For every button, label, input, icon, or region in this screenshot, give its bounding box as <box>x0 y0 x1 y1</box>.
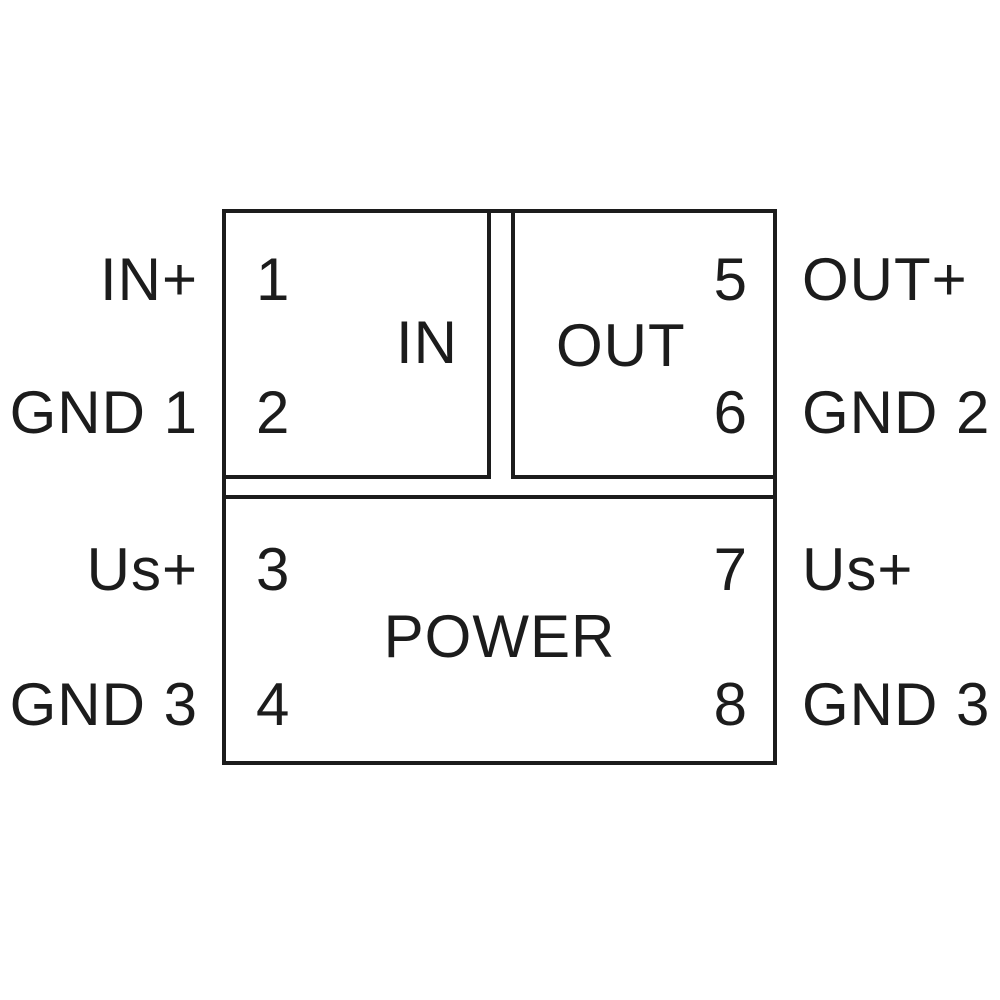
pin2-number: 2 <box>256 379 291 446</box>
pin6-external-label: GND 2 <box>802 379 991 446</box>
pin3-number: 3 <box>256 536 291 603</box>
pin5-external-label: OUT+ <box>802 246 968 313</box>
module-outline <box>222 209 777 765</box>
power-block-label: POWER <box>383 603 616 670</box>
pin6-number: 6 <box>713 379 748 446</box>
pin4-external-label: GND 3 <box>9 671 198 738</box>
power-block-top-line <box>222 495 777 499</box>
pin8-number: 8 <box>713 671 748 738</box>
in-block-bottom-line <box>222 475 491 479</box>
out-block-label: OUT <box>556 312 686 379</box>
pin1-number: 1 <box>256 246 291 313</box>
pin1-external-label: IN+ <box>99 246 198 313</box>
pin4-number: 4 <box>256 671 291 738</box>
pin8-external-label: GND 3 <box>802 671 991 738</box>
pin7-external-label: Us+ <box>802 536 914 603</box>
pin3-external-label: Us+ <box>86 536 198 603</box>
pin2-external-label: GND 1 <box>9 379 198 446</box>
out-block-bottom-line <box>511 475 777 479</box>
pin7-number: 7 <box>713 536 748 603</box>
in-out-divider-right-line <box>511 209 515 479</box>
in-out-divider-left-line <box>487 209 491 479</box>
pin5-number: 5 <box>713 246 748 313</box>
in-block-label: IN <box>396 309 458 376</box>
